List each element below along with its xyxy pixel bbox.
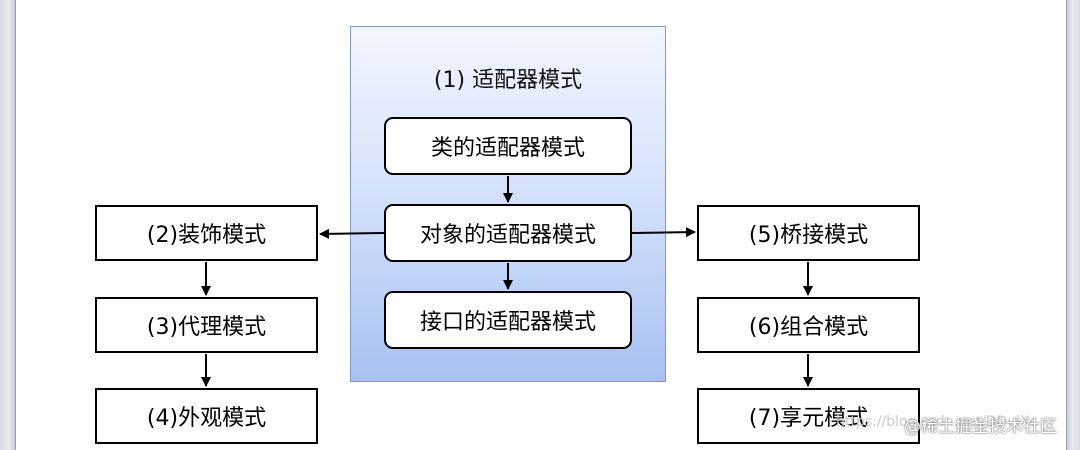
interface-adapter-node: 接口的适配器模式 [384, 291, 632, 349]
window-left-border [0, 0, 16, 450]
window-right-border [1066, 0, 1080, 450]
adapter-pattern-title: (1) 适配器模式 [433, 68, 583, 93]
arrow-object-to-bridge [631, 227, 696, 238]
class-adapter-node: 类的适配器模式 [384, 117, 632, 175]
watermark-url: https://blog.csdn.net/DDuiXc [836, 414, 1038, 430]
object-adapter-node: 对象的适配器模式 [384, 204, 632, 262]
flyweight-pattern-node: (7)享元模式 [697, 388, 920, 444]
proxy-pattern-node: (3)代理模式 [95, 297, 318, 353]
facade-pattern-node: (4)外观模式 [95, 388, 318, 444]
watermark-brand: @稀土掘金技术社区 [904, 417, 1057, 437]
arrow-object-to-decorator [319, 228, 385, 239]
composite-pattern-node: (6)组合模式 [697, 297, 920, 353]
decorator-pattern-node: (2)装饰模式 [95, 205, 318, 261]
bridge-pattern-node: (5)桥接模式 [697, 205, 920, 261]
